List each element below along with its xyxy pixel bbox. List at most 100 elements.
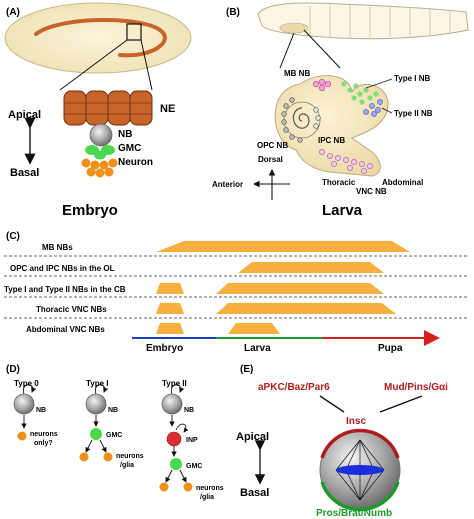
type1-gmc-cell	[90, 428, 102, 440]
type2-gmc-arrow-right	[179, 469, 187, 483]
type2-inp-renew-arrow	[175, 423, 189, 433]
stage-embryo: Embryo	[146, 343, 183, 354]
row-label-thoracic: Thoracic VNC NBs	[36, 305, 107, 314]
opc-nb-label: OPC NB	[257, 141, 288, 150]
bar-thoracic-embryo	[156, 303, 184, 314]
basal-label-e: Basal	[240, 487, 269, 499]
basal-crescent	[320, 481, 400, 512]
type0-label: Type 0	[14, 379, 39, 388]
embryo-nb-cell	[89, 123, 113, 147]
embryo-gmc-cells	[85, 145, 115, 160]
dorsal-label: Dorsal	[258, 155, 283, 164]
row-label-opc-ipc: OPC and IPC NBs in the OL	[10, 264, 115, 273]
bar-opc-ipc	[238, 262, 384, 273]
type2-nb-cell	[161, 393, 183, 415]
mitotic-spindle	[335, 439, 385, 501]
type1-self-renew-arrow	[94, 384, 109, 395]
insc-label: Insc	[346, 416, 366, 427]
panel-d: (D) Type 0 NB neurons only? Type I NB GM…	[6, 364, 224, 501]
ipc-nb-cells	[313, 107, 321, 129]
type2-gmc-arrow-left	[165, 469, 173, 483]
vnc-nb-label: VNC NB	[356, 187, 387, 196]
type2-inp-cell	[166, 431, 182, 447]
type0-nb-label: NB	[36, 407, 46, 414]
type1-label: Type I	[86, 379, 109, 388]
larva-title: Larva	[322, 202, 363, 219]
type0-neuron-cell	[17, 431, 27, 441]
row-label-mb: MB NBs	[42, 243, 73, 252]
metaphase-plate	[336, 465, 384, 475]
type0-nb-cell	[13, 393, 35, 415]
stage-larva: Larva	[244, 343, 271, 354]
panel-b-label: (B)	[226, 7, 240, 18]
type1-nb-cell	[85, 393, 107, 415]
type0-output-line1: neurons	[30, 431, 58, 438]
anterior-label: Anterior	[212, 180, 243, 189]
apical-complex-label: aPKC/Baz/Par6	[258, 382, 330, 393]
row-label-abdominal: Abdominal VNC NBs	[26, 325, 105, 334]
type1-gmc-arrow-left	[85, 439, 93, 453]
thoracic-label: Thoracic	[322, 178, 356, 187]
type2-inp-label: INP	[186, 437, 198, 444]
type2-output-line2: /glia	[200, 494, 214, 501]
panel-c: (C) MB NBs OPC and IPC NBs in the OL Typ…	[4, 231, 468, 354]
panel-b: (B)	[212, 2, 469, 219]
type1-nb-label: Type I NB	[394, 74, 431, 83]
type1-gmc-label: GMC	[106, 432, 122, 439]
panel-a-label: (A)	[6, 7, 20, 18]
row-label-type1-type2: Type I and Type II NBs in the CB	[4, 285, 126, 294]
vnc-nb-cells	[319, 149, 373, 174]
type1-nb-pointer	[365, 78, 393, 89]
type2-self-renew-arrow	[170, 384, 185, 395]
bar-type-cb-embryo	[156, 283, 184, 294]
row-separators	[4, 255, 468, 319]
ne-label: NE	[160, 103, 175, 115]
gmc-label: GMC	[118, 143, 141, 154]
type2-neuron-left	[159, 482, 169, 492]
apical-label-e: Apical	[236, 431, 269, 443]
neuron-label: Neuron	[118, 157, 153, 168]
type2-label: Type II	[162, 379, 187, 388]
apkc-insc-link	[319, 395, 345, 413]
type2-nb-label: NB	[184, 407, 194, 414]
abdominal-label: Abdominal	[382, 178, 423, 187]
type2-neuron-right	[183, 482, 193, 492]
nb-label: NB	[118, 129, 132, 140]
larval-cns	[274, 75, 389, 177]
larva-illustration	[257, 2, 469, 69]
panel-e-label: (E)	[240, 364, 253, 375]
type1-neuron-left	[79, 452, 89, 462]
panel-d-label: (D)	[6, 364, 20, 375]
type2-gmc-cell	[170, 458, 182, 470]
mud-complex-label: Mud/Pins/Gαi	[384, 382, 448, 393]
type1-output-line2: /glia	[120, 462, 134, 469]
type0-self-renew-arrow	[22, 384, 37, 395]
embryo-title: Embryo	[62, 202, 118, 219]
embryo-illustration	[4, 2, 192, 91]
embryo-neuron-cells	[81, 158, 118, 178]
type2-output-line1: neurons	[196, 485, 224, 492]
stage-pupa: Pupa	[378, 343, 403, 354]
type1-nb-cells	[341, 81, 379, 105]
bar-thoracic-larva	[216, 303, 396, 314]
type1-nb-label: NB	[108, 407, 118, 414]
panel-c-label: (C)	[6, 231, 20, 242]
bar-mb	[156, 241, 410, 252]
panel-e: (E) aPKC/Baz/Par6 Mud/Pins/Gαi Insc Apic…	[236, 364, 448, 519]
mb-nb-label: MB NB	[284, 69, 310, 78]
type0-output-line2: only?	[34, 440, 53, 447]
type1-gmc-arrow-right	[99, 439, 107, 453]
apical-label-a: Apical	[8, 109, 41, 121]
opc-nb-cells	[281, 97, 303, 143]
panel-a: (A)	[4, 2, 192, 219]
apical-crescent	[320, 428, 400, 459]
basal-complex-label: Pros/Brat/Numb	[316, 508, 392, 519]
ipc-nb-label: IPC NB	[318, 136, 345, 145]
basal-label-a: Basal	[10, 167, 39, 179]
type2-nb-label: Type II NB	[394, 109, 433, 118]
type1-output-line1: neurons	[116, 453, 144, 460]
bar-type-cb-larva	[216, 283, 384, 294]
ne-cells	[63, 90, 153, 126]
type2-nb-pointer	[381, 107, 393, 114]
